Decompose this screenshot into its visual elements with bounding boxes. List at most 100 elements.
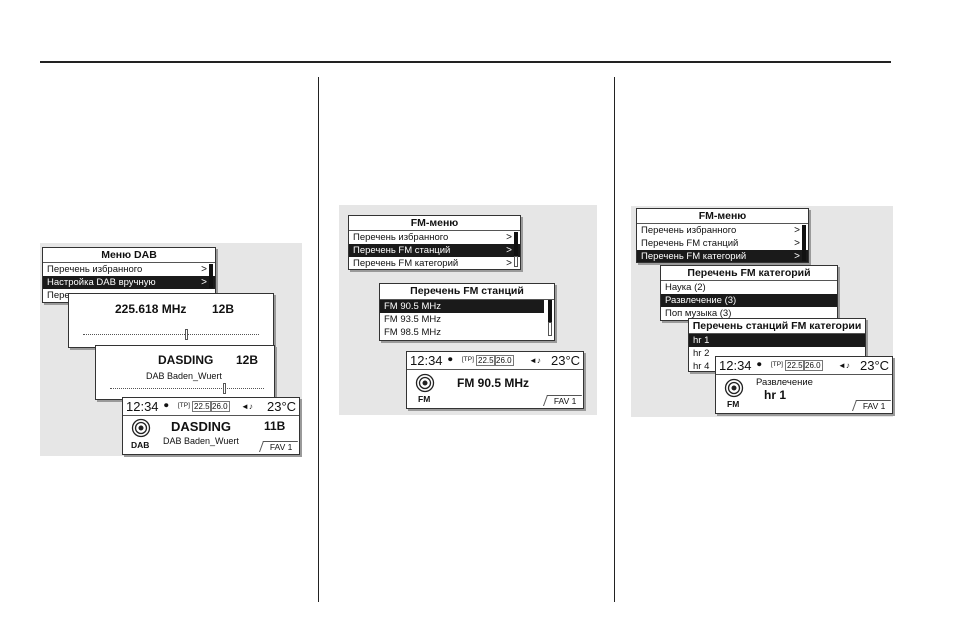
station-name: DASDING: [171, 419, 231, 434]
favourite-page-button[interactable]: FAV 1: [259, 441, 299, 452]
fm-category-list: Перечень FM категорий Наука (2) Развлече…: [660, 265, 838, 321]
menu-item-fm-stations[interactable]: Перечень FM станций >: [349, 244, 520, 257]
fav-label: FAV 1: [554, 396, 577, 406]
menu-item-label: Настройка DAB вручную: [47, 277, 156, 288]
page-header-rule: [40, 61, 891, 63]
menu-item-fm-stations[interactable]: Перечень FM станций >: [637, 237, 808, 250]
chevron-right-icon: >: [201, 277, 207, 288]
tuning-needle[interactable]: [223, 383, 226, 394]
tuning-frequency: 225.618 MHz: [115, 302, 187, 316]
source-label: DAB: [131, 440, 150, 450]
list-item-category[interactable]: Развлечение (3): [661, 294, 837, 307]
menu-item-partial[interactable]: Пере: [43, 289, 215, 302]
station-name: hr 1: [764, 388, 787, 402]
fm-station-list-title: Перечень FM станций: [380, 284, 554, 300]
tp-indicator: [TP]: [771, 361, 783, 368]
clock: 12:34: [126, 399, 159, 414]
tuning-scale: [83, 334, 259, 335]
status-bar: 12:34 ⏺ [TP] 22.5 26.0 ◄♪ 23°C: [123, 398, 299, 416]
menu-item-label: Перечень FM категорий: [353, 258, 459, 269]
fm-station-list: Перечень FM станций FM 90.5 MHz FM 93.5 …: [379, 283, 555, 341]
climate-temp-right: 26.0: [210, 401, 230, 412]
record-icon: ⏺: [757, 359, 762, 369]
scrollbar-thumb[interactable]: [209, 264, 213, 288]
menu-item-label: Перечень избранного: [47, 264, 143, 275]
chevron-right-icon: >: [506, 245, 512, 256]
tp-indicator: [TP]: [178, 402, 190, 409]
fm-categories-figure: FM-меню Перечень избранного> Перечень FM…: [631, 206, 893, 417]
chevron-right-icon: >: [506, 258, 512, 269]
station-frequency: FM 90.5 MHz: [457, 376, 530, 390]
list-item-station[interactable]: hr 1: [689, 334, 865, 347]
scrollbar-thumb[interactable]: [802, 225, 806, 261]
outside-temperature: 23°C: [860, 358, 890, 373]
dab-station-screen: DASDING 12B DAB Baden_Wuert: [95, 345, 275, 400]
audio-indicator-icon: ◄♪: [241, 402, 253, 411]
climate-temp-right: 26.0: [803, 360, 823, 371]
radio-signal-icon: [724, 378, 744, 398]
tuning-channel: 12B: [212, 302, 235, 316]
menu-item-favorites[interactable]: Перечень избранного >: [43, 263, 215, 276]
menu-item-label: Перечень избранного: [353, 232, 449, 243]
menu-item-label: Пере: [47, 290, 70, 301]
menu-item-fm-categories[interactable]: Перечень FM категорий >: [349, 257, 520, 269]
fm-stations-figure: FM-меню Перечень избранного > Перечень FM…: [339, 205, 597, 415]
clock: 12:34: [719, 358, 752, 373]
category-name: Развлечение: [756, 377, 813, 388]
menu-item-label: Перечень избранного: [641, 225, 737, 236]
menu-item-label: Перечень FM станций: [641, 238, 739, 249]
menu-item-label: Перечень FM станций: [353, 245, 451, 256]
station-channel: 11B: [264, 419, 286, 433]
fm-home-screen: 12:34 ⏺ [TP] 22.5 26.0 ◄♪ 23°C FM Развле…: [715, 356, 893, 414]
favourite-page-button[interactable]: FAV 1: [543, 395, 583, 406]
fm-menu: FM-меню Перечень избранного> Перечень FM…: [636, 208, 809, 263]
scrollbar-track[interactable]: [514, 256, 518, 267]
dab-figure: Меню DAB Перечень избранного> Настройка …: [40, 243, 302, 456]
scrollbar-thumb[interactable]: [548, 300, 552, 322]
outside-temperature: 23°C: [551, 353, 581, 368]
list-item-station[interactable]: FM 90.5 MHz: [380, 300, 544, 313]
climate-temp-left: 22.5: [192, 401, 212, 412]
source-label: FM: [727, 399, 740, 409]
dab-home-screen: 12:34 ⏺ [TP] 22.5 26.0 ◄♪ 23°C DAB DASDI…: [122, 397, 300, 455]
fm-home-screen: 12:34 ⏺ [TP] 22.5 26.0 ◄♪ 23°C FM FM 90.…: [406, 351, 584, 409]
menu-item-favorites[interactable]: Перечень избранного >: [637, 224, 808, 237]
source-label: FM: [418, 394, 431, 404]
status-bar: 12:34 ⏺ [TP] 22.5 26.0 ◄♪ 23°C: [716, 357, 892, 375]
fm-category-list-title: Перечень FM категорий: [661, 266, 837, 281]
list-item-station[interactable]: hr 4: [693, 361, 710, 372]
menu-item-favorites[interactable]: Перечень избранного >: [349, 231, 520, 244]
list-item-station[interactable]: hr 2: [693, 348, 710, 359]
list-item-category[interactable]: Наука (2): [665, 282, 706, 293]
chevron-right-icon: >: [506, 232, 512, 243]
scrollbar-thumb[interactable]: [514, 232, 518, 256]
fm-menu-title: FM-меню: [349, 216, 520, 231]
station-ensemble: DAB Baden_Wuert: [163, 436, 239, 446]
chevron-right-icon: >: [794, 238, 800, 249]
scrollbar-track[interactable]: [548, 322, 552, 336]
chevron-right-icon: >: [201, 264, 207, 275]
record-icon: ⏺: [448, 354, 453, 364]
audio-indicator-icon: ◄♪: [838, 361, 850, 370]
favourite-page-button[interactable]: FAV 1: [852, 400, 892, 411]
climate-temp-right: 26.0: [494, 355, 514, 366]
record-icon: ⏺: [164, 400, 169, 410]
chevron-right-icon: >: [794, 225, 800, 236]
audio-indicator-icon: ◄♪: [529, 356, 541, 365]
radio-signal-icon: [131, 418, 151, 438]
station-ensemble: DAB Baden_Wuert: [146, 371, 222, 381]
tuning-needle[interactable]: [185, 329, 188, 340]
list-item-category[interactable]: Поп музыка (3): [665, 308, 732, 319]
climate-temp-left: 22.5: [785, 360, 805, 371]
column-divider-1: [318, 77, 319, 602]
menu-item-fm-categories[interactable]: Перечень FM категорий>: [637, 250, 808, 262]
list-item-station[interactable]: FM 98.5 MHz: [384, 327, 442, 338]
column-divider-2: [614, 77, 615, 602]
fm-menu: FM-меню Перечень избранного > Перечень FM…: [348, 215, 521, 270]
outside-temperature: 23°C: [267, 399, 297, 414]
list-item-station[interactable]: FM 93.5 MHz: [384, 314, 442, 325]
menu-item-dab-manual-tuning[interactable]: Настройка DAB вручную >: [43, 276, 215, 289]
status-bar: 12:34 ⏺ [TP] 22.5 26.0 ◄♪ 23°C: [407, 352, 583, 370]
dab-tuning-screen: 225.618 MHz 12B: [68, 293, 274, 348]
menu-item-label: Перечень FM категорий: [641, 251, 747, 262]
